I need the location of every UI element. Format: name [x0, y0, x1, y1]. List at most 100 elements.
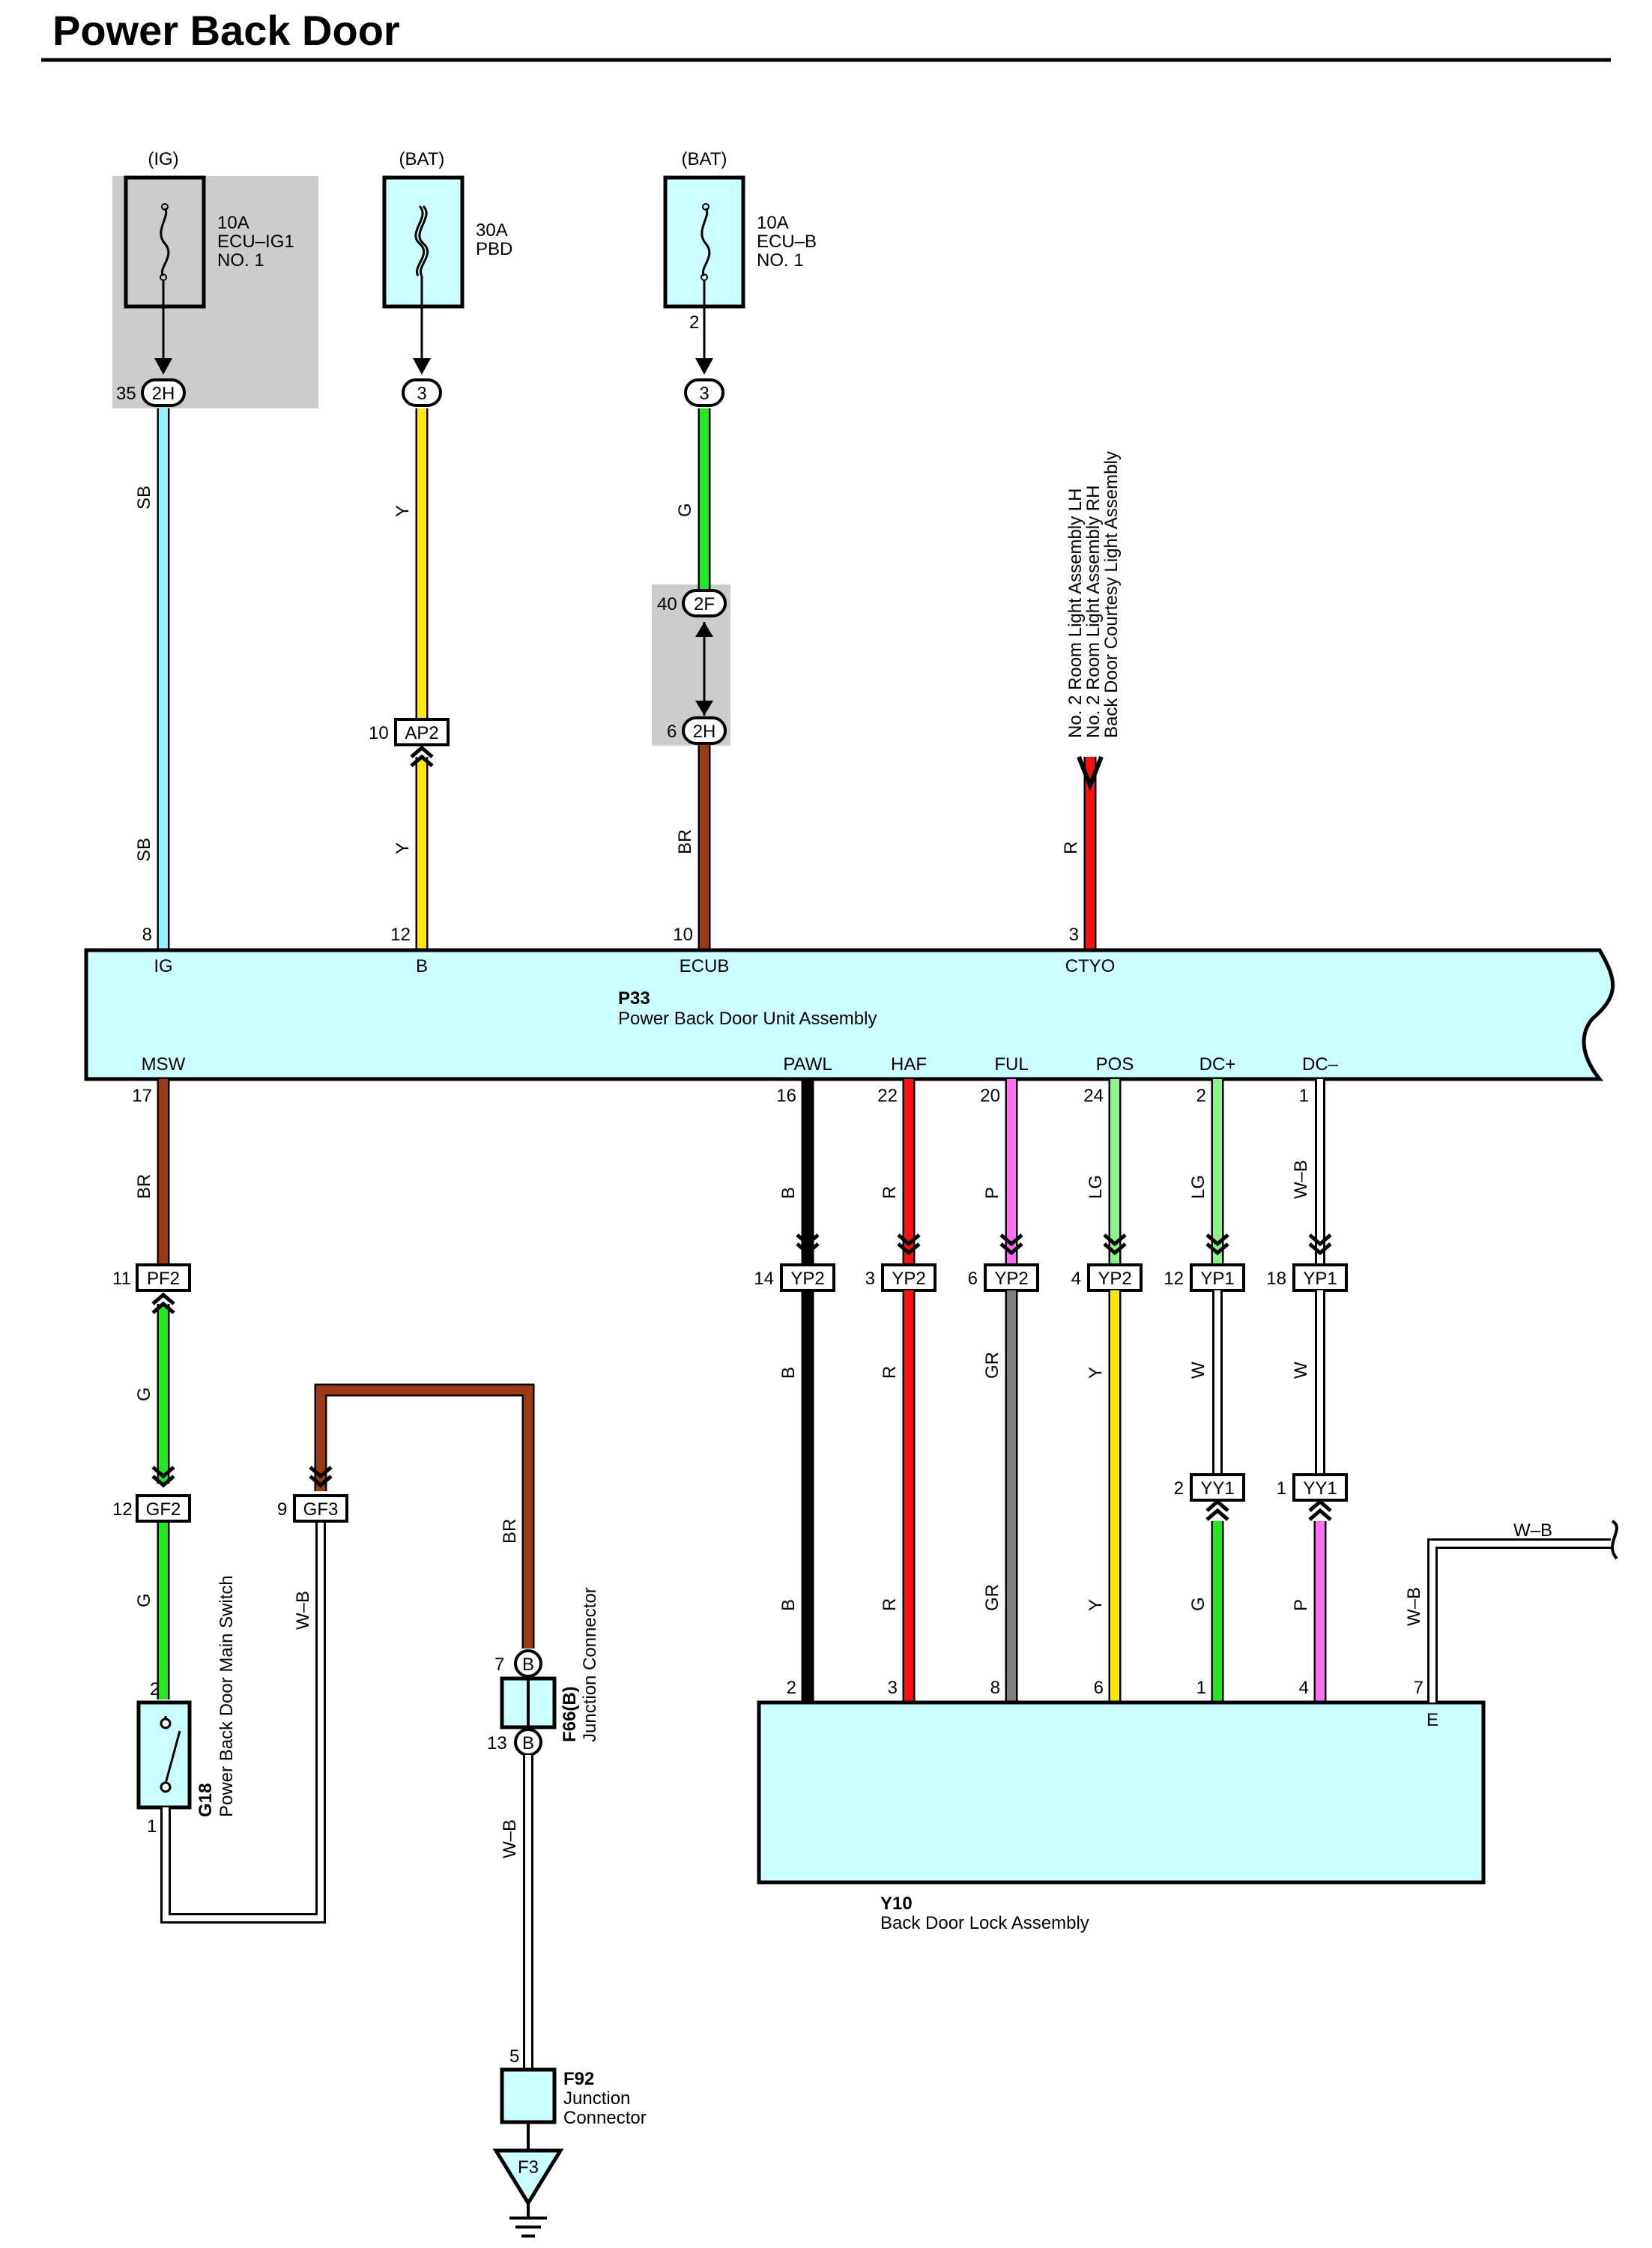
- svg-text:2H: 2H: [152, 384, 175, 404]
- svg-text:B: B: [522, 1733, 534, 1753]
- wire-g18-ground: [160, 1523, 326, 1924]
- svg-text:(BAT): (BAT): [682, 149, 727, 169]
- y10-name: Back Door Lock Assembly: [880, 1913, 1089, 1933]
- svg-text:PBD: PBD: [476, 239, 512, 259]
- p33-pin-2: HAF: [891, 1054, 927, 1075]
- lock-connector-pin: 14: [754, 1269, 774, 1289]
- wire-label-br-loop: BR: [500, 1519, 520, 1544]
- connector-GF2: GF2 12: [112, 1494, 191, 1523]
- connector-ecub-3: 3: [684, 378, 724, 407]
- wire-label-ig-top: SB: [134, 486, 154, 510]
- g18-pin-bot: 1: [147, 1816, 157, 1837]
- lock-connector: YP2: [790, 1269, 824, 1289]
- ig-shade-region: [112, 176, 318, 408]
- lock-circuit-FSW: BYP214BB2FSW: [754, 1079, 835, 1730]
- wire-label-ig-bot: SB: [134, 838, 154, 862]
- connector-2H-mid: 2H 6: [667, 716, 727, 745]
- lock-connector-pin: 12: [1164, 1269, 1184, 1289]
- svg-text:3: 3: [699, 384, 709, 404]
- wire-label-gf3-down: W–B: [293, 1591, 313, 1630]
- wire-br-loop: [309, 1383, 535, 1649]
- p33-code: P33: [618, 988, 650, 1009]
- y10-pin-e: E: [1426, 1710, 1438, 1730]
- wire-ctyo: [1077, 755, 1104, 950]
- f92-pin: 5: [509, 2046, 519, 2067]
- page-title: Power Back Door: [52, 7, 400, 54]
- wire-label-msw-top: BR: [134, 1174, 154, 1199]
- wire-label-lower: B: [778, 1367, 799, 1379]
- wire-label-msw-bot: G: [134, 1593, 154, 1607]
- wire-label-b-bot: Y: [393, 842, 413, 854]
- wire-label-lower: Y: [1086, 1367, 1106, 1379]
- wire-ig: [154, 307, 172, 950]
- yy-connector-pin: 1: [1277, 1478, 1286, 1499]
- wire-label-lower2: GR: [982, 1584, 1002, 1611]
- g18-main-switch: [136, 1700, 192, 1810]
- lock-connector: YP1: [1303, 1269, 1337, 1289]
- svg-text:2F: 2F: [694, 594, 715, 614]
- svg-text:NO. 1: NO. 1: [757, 250, 804, 271]
- y10-pin-num: 6: [1094, 1678, 1104, 1698]
- f92-name-2: Connector: [563, 2108, 647, 2128]
- p33-pin-ig: IG: [154, 956, 172, 976]
- lock-circuit-ULSW: RYP23RR3ULSW: [865, 1079, 937, 1730]
- wire-label-lower: W: [1188, 1362, 1208, 1379]
- p33-pin-msw: MSW: [142, 1054, 186, 1075]
- lock-connector: YP2: [892, 1269, 925, 1289]
- p33-pin-b-num: 12: [390, 925, 411, 945]
- svg-text:2H: 2H: [693, 722, 716, 742]
- y10-pin-num: 1: [1196, 1678, 1206, 1698]
- svg-text:10A: 10A: [757, 213, 789, 233]
- svg-text:11: 11: [112, 1269, 131, 1289]
- wire-label-f66-down: W–B: [500, 1819, 520, 1858]
- p33-name: Power Back Door Unit Assembly: [618, 1009, 877, 1029]
- f66-pin-top: 7: [494, 1655, 504, 1675]
- f92-code: F92: [563, 2069, 594, 2089]
- wire-label-ecub-bot: BR: [675, 830, 695, 854]
- p33-pin-4-num: 24: [1083, 1086, 1104, 1106]
- wire-label-lower2: G: [1188, 1597, 1208, 1611]
- connector-2H-top: 2H 35: [116, 378, 186, 407]
- svg-text:10A: 10A: [217, 213, 249, 233]
- wire-label-b-top: Y: [393, 505, 413, 517]
- p33-pin-4: POS: [1096, 1054, 1134, 1075]
- wire-msw: [151, 1079, 175, 1699]
- p33-pin-6-num: 1: [1299, 1086, 1309, 1106]
- wire-label-msw-mid: G: [134, 1387, 154, 1401]
- svg-text:40: 40: [657, 594, 677, 614]
- yy-connector: YY1: [1303, 1478, 1337, 1499]
- wire-ecub: [695, 307, 713, 950]
- wire-label-lower: GR: [982, 1352, 1002, 1379]
- svg-text:3: 3: [417, 384, 426, 404]
- wire-label-upper: B: [778, 1187, 799, 1199]
- wire-label-ecub-top: G: [675, 503, 695, 517]
- p33-pin-6: DC–: [1302, 1054, 1339, 1075]
- wire-label-lower2: P: [1291, 1599, 1311, 1611]
- svg-text:9: 9: [277, 1499, 287, 1520]
- f66-code: F66(B): [560, 1686, 580, 1742]
- connector-GF3: GF3 9: [277, 1494, 348, 1523]
- connector-pbd-3: 3: [402, 378, 442, 407]
- svg-text:10: 10: [369, 723, 389, 743]
- wire-label-upper: LG: [1086, 1175, 1106, 1199]
- svg-text:35: 35: [116, 384, 136, 404]
- fuse-ecu-ig1: (IG) 10A ECU–IG1 NO. 1: [124, 149, 294, 309]
- g18-pin-top: 2: [150, 1679, 160, 1699]
- f92-junction-connector: [500, 2067, 557, 2151]
- p33-pin-ig-num: 8: [142, 925, 152, 945]
- wire-b: [410, 307, 434, 950]
- y10-code: Y10: [880, 1894, 913, 1914]
- ctyo-destination-1: No. 2 Room Light Assembly LH: [1065, 489, 1086, 738]
- lock-connector-pin: 4: [1071, 1269, 1081, 1289]
- svg-text:30A: 30A: [476, 220, 508, 241]
- lock-circuit-M–: W–BYP118WYY11P4M–: [1266, 1079, 1348, 1730]
- f92-name-1: Junction: [563, 2088, 630, 2109]
- f66-name: Junction Connector: [580, 1587, 600, 1742]
- lock-connector: YP2: [1098, 1269, 1131, 1289]
- p33-pin-3: FUL: [994, 1054, 1028, 1075]
- svg-text:NO. 1: NO. 1: [217, 250, 264, 271]
- wire-label-upper: W–B: [1291, 1160, 1311, 1199]
- svg-text:B: B: [522, 1655, 534, 1675]
- p33-pin-ecub-num: 10: [673, 925, 693, 945]
- fuse-ecu-b: (BAT) 10A ECU–B NO. 1 2: [663, 149, 817, 333]
